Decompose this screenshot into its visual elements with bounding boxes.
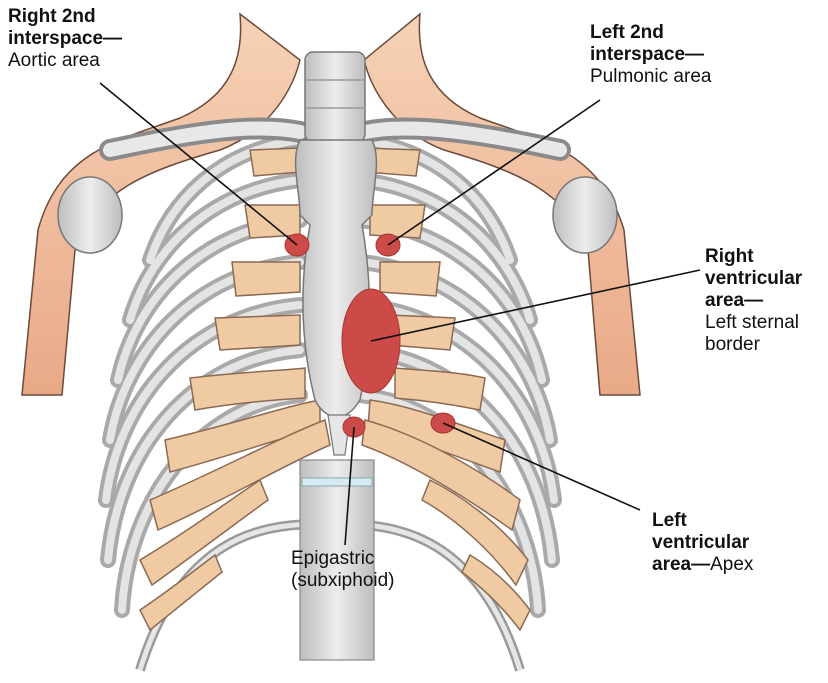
aortic-label-line1: Right 2nd	[8, 6, 122, 28]
epigastric-label-line2: (subxiphoid)	[291, 570, 395, 592]
right-ventricular-area-label: Right ventricular area— Left sternal bor…	[705, 246, 802, 356]
pulmonic-label-line2: interspace—	[590, 44, 711, 66]
rv-label-line1: Right	[705, 246, 802, 268]
lv-label-line1: Left	[652, 510, 753, 532]
humerus-head-left	[58, 177, 122, 253]
aortic-label-line2: interspace—	[8, 28, 122, 50]
lv-label-line2: ventricular	[652, 532, 753, 554]
lv-label-line3: area—	[652, 554, 710, 575]
left-ventricular-area-label: Left ventricular area—Apex	[652, 510, 753, 576]
rv-label-line3: area—	[705, 290, 802, 312]
pulmonic-area-label: Left 2nd interspace— Pulmonic area	[590, 22, 711, 88]
aortic-label-normal: Aortic area	[8, 50, 122, 72]
rv-label-normal2: border	[705, 334, 802, 356]
rv-label-normal1: Left sternal	[705, 312, 802, 334]
pulmonic-label-normal: Pulmonic area	[590, 66, 711, 88]
cervical-vertebrae	[305, 52, 365, 142]
pulmonic-label-line1: Left 2nd	[590, 22, 711, 44]
aortic-area-label: Right 2nd interspace— Aortic area	[8, 6, 122, 72]
epigastric-label-line1: Epigastric	[291, 548, 395, 570]
epigastric-area-label: Epigastric (subxiphoid)	[291, 548, 395, 592]
humerus-head-right	[553, 177, 617, 253]
rv-label-line2: ventricular	[705, 268, 802, 290]
lv-label-normal: Apex	[710, 554, 753, 575]
